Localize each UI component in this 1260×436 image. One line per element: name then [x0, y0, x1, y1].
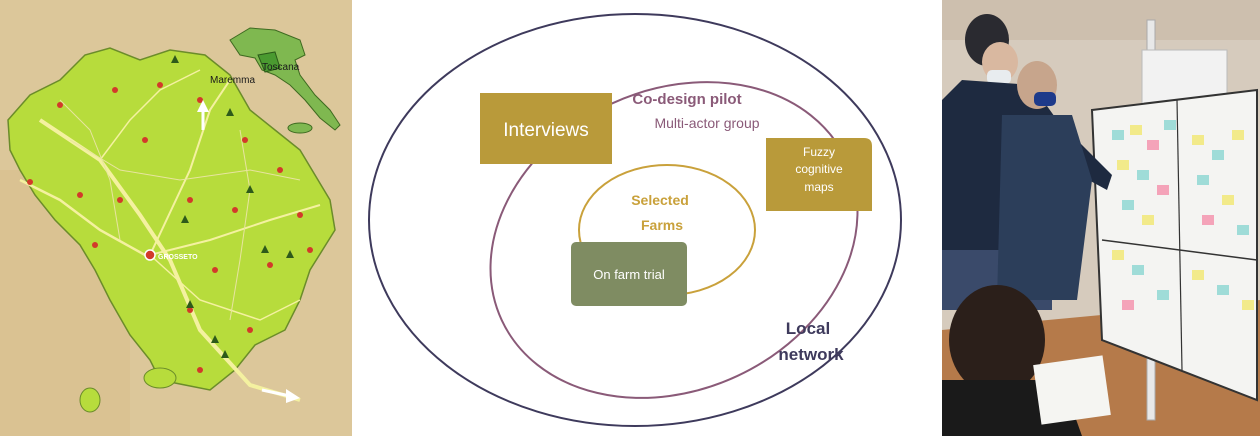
interviews-label: Interviews [503, 120, 589, 141]
person-icon [942, 285, 1111, 436]
fcm-box [766, 138, 872, 211]
local-network-ellipse [368, 13, 902, 427]
fcm-label-line1: Fuzzy [803, 145, 835, 159]
local-network-line2: network [778, 345, 844, 364]
selected-label-line2: Farms [641, 217, 683, 233]
codesign-title: Co-design pilot [632, 91, 741, 108]
sticky-notes-icon [1112, 120, 1254, 310]
workshop-photo-illustration [942, 0, 1260, 436]
codesign-diagram: Interviews Fuzzy cognitive maps On farm … [368, 13, 902, 427]
region-label: Toscana [262, 62, 300, 73]
maremma-land [7, 47, 336, 391]
diagram-panel: Interviews Fuzzy cognitive maps On farm … [352, 0, 942, 436]
whiteboard-icon [1090, 19, 1258, 421]
fcm-label-line3: maps [804, 180, 833, 194]
local-network-line1: Local [786, 319, 830, 338]
workshop-photo [942, 0, 1260, 436]
on-farm-trial-label: On farm trial [593, 267, 665, 282]
codesign-subtitle: Multi-actor group [654, 115, 759, 131]
fcm-label-line2: cognitive [795, 162, 843, 176]
toscana-highlight [257, 51, 281, 73]
person-icon [997, 61, 1092, 300]
area-label: Maremma [210, 75, 255, 86]
city-label: GROSSETO [158, 254, 198, 261]
on-farm-trial-box [571, 242, 687, 306]
italy-inset [229, 27, 341, 131]
maremma-map: GROSSETO Toscana Maremma [0, 0, 352, 436]
interviews-box [480, 93, 612, 164]
selected-label-line1: Selected [631, 192, 689, 208]
map-panel: GROSSETO Toscana Maremma [0, 0, 352, 436]
grosseto-marker [144, 249, 156, 261]
